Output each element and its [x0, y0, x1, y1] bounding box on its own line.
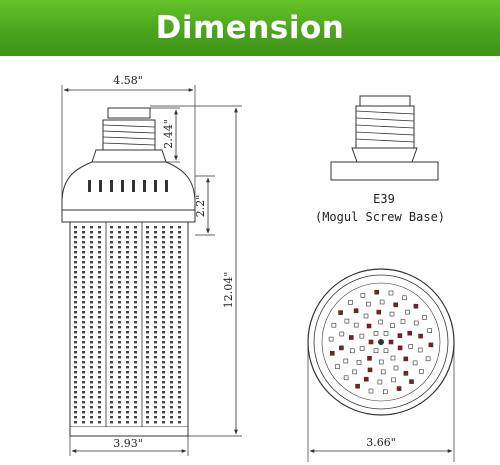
- overall-width-label: 4.58": [113, 74, 143, 87]
- page-title: Dimension: [155, 10, 345, 46]
- fan-head-height-label: 2.2": [194, 195, 207, 218]
- title-banner: [0, 0, 500, 56]
- led-column: [69, 221, 189, 437]
- screw-base-height-label: 2.44": [162, 119, 175, 149]
- top-view-drawing: [307, 268, 455, 462]
- screw-base-side: [91, 107, 167, 163]
- vent-slots: [88, 180, 168, 192]
- fan-head: [61, 161, 196, 223]
- total-height-label: 12.04": [222, 272, 235, 309]
- screw-base-caption: (Mogul Screw Base): [315, 210, 445, 224]
- bulb-side-view: [61, 85, 242, 456]
- screw-base-type-label: E39: [373, 192, 395, 206]
- e39-screw-base-drawing: [330, 95, 439, 181]
- top-view-diameter-label: 3.66": [366, 436, 396, 449]
- led-column-width-label: 3.93": [113, 437, 143, 450]
